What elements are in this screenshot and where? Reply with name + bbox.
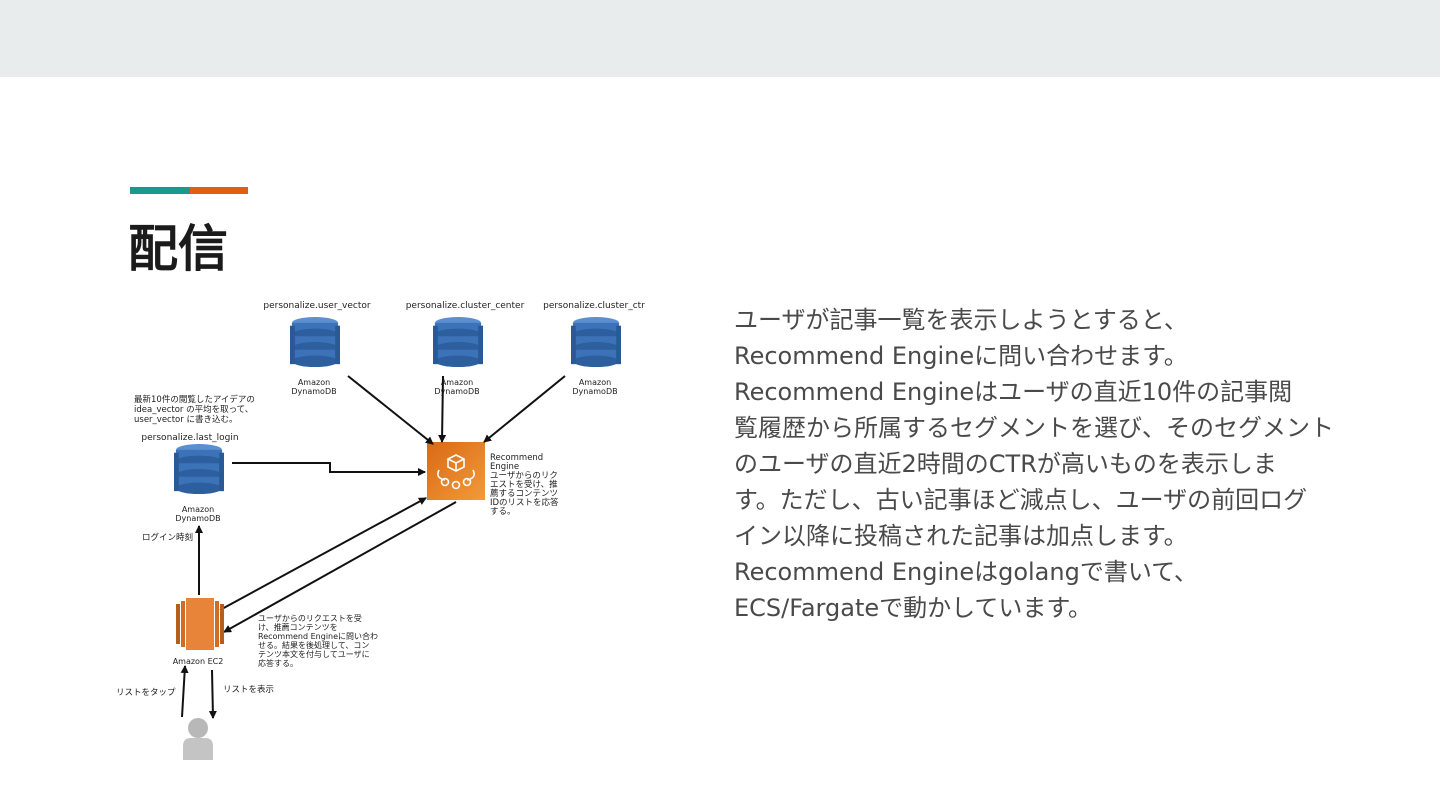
arrow-user-to-ec2 xyxy=(180,665,189,718)
show-list-label: リストを表示 xyxy=(223,684,274,695)
arrow-engine-to-ec2 xyxy=(223,501,457,633)
header-band xyxy=(0,0,1440,77)
engine-name: Engine xyxy=(490,462,519,472)
dynamodb-icon xyxy=(174,444,224,495)
ec2-label: Amazon EC2 xyxy=(173,657,224,666)
vector-note: 最新10件の閲覧したアイデアの idea_vector の平均を取って、 use… xyxy=(134,394,255,425)
recommend-engine: Recommend Engine ユーザからのリク エストを受け、推 薦するコン… xyxy=(427,442,559,517)
description-line: ユーザが記事一覧を表示しようとすると、 xyxy=(734,306,1188,334)
amazon-ec2: Amazon EC2 ユーザからのリクエストを受 け、推薦コンテンツを Reco… xyxy=(173,598,378,668)
table-name-cluster-center: personalize.cluster_center xyxy=(406,301,525,311)
engine-desc: する。 xyxy=(490,507,516,517)
description-line: ECS/Fargateで動かしています。 xyxy=(734,594,1092,622)
service-label: Amazon xyxy=(441,378,473,387)
note-line: 最新10件の閲覧したアイデアの xyxy=(134,394,255,405)
dynamodb-icon xyxy=(571,317,621,368)
title-accent-orange xyxy=(190,187,248,194)
arrow-cluster-ctr-to-engine xyxy=(483,375,566,443)
table-name-last-login: personalize.last_login xyxy=(141,433,238,443)
description-line: Recommend Engineはgolangで書いて、 xyxy=(734,558,1198,586)
login-time-label: ログイン時刻 xyxy=(142,532,193,543)
description-text: ユーザが記事一覧を表示しようとすると、 Recommend Engineに問い合… xyxy=(734,302,1334,626)
dynamodb-icon xyxy=(433,317,483,368)
table-name-user-vector: personalize.user_vector xyxy=(263,301,370,311)
engine-name: Recommend xyxy=(490,453,543,463)
ec2-desc: ユーザからのリクエストを受 xyxy=(258,613,362,623)
description-line: のユーザの直近2時間のCTRが高いものを表示しま xyxy=(734,450,1277,478)
service-label: DynamoDB xyxy=(291,387,336,396)
ec2-desc: 応答する。 xyxy=(258,658,298,668)
dynamodb-last-login: personalize.last_login Amazon DynamoDB xyxy=(141,433,238,523)
title-accent-teal xyxy=(130,187,190,194)
description-line: 覧履歴から所属するセグメントを選び、そのセグメント xyxy=(734,414,1334,442)
description-line: Recommend Engineはユーザの直近10件の記事閲 xyxy=(734,378,1293,406)
service-label: DynamoDB xyxy=(572,387,617,396)
engine-desc: 薦するコンテンツ xyxy=(490,488,558,499)
slide-title: 配信 xyxy=(128,220,228,278)
arrows xyxy=(180,375,566,719)
note-line: idea_vector の平均を取って、 xyxy=(134,404,253,415)
tap-list-label: リストをタップ xyxy=(116,688,176,698)
dynamodb-user-vector: personalize.user_vector Amazon DynamoDB xyxy=(263,301,370,396)
note-line: user_vector に書き込む。 xyxy=(134,414,237,425)
arrow-ec2-to-user xyxy=(208,669,217,719)
service-label: Amazon xyxy=(298,378,330,387)
service-label: DynamoDB xyxy=(434,387,479,396)
dynamodb-cluster-ctr: personalize.cluster_ctr Amazon DynamoDB xyxy=(543,301,645,396)
dynamodb-cluster-center: personalize.cluster_center Amazon Dynamo… xyxy=(406,301,525,396)
engine-desc: ユーザからのリク xyxy=(490,471,558,481)
engine-desc: エストを受け、推 xyxy=(490,479,558,490)
description-line: す。ただし、古い記事ほど減点し、ユーザの前回ログ xyxy=(734,486,1308,514)
engine-desc: IDのリストを応答 xyxy=(490,497,559,508)
dynamodb-icon xyxy=(290,317,340,368)
architecture-diagram: personalize.user_vector Amazon DynamoDB … xyxy=(116,301,645,760)
user-icon xyxy=(183,718,213,760)
arrow-last-login-to-engine xyxy=(232,462,426,476)
service-label: DynamoDB xyxy=(175,514,220,523)
service-label: Amazon xyxy=(182,505,214,514)
arrow-cluster-center-to-engine xyxy=(438,375,447,443)
description-line: イン以降に投稿された記事は加点します。 xyxy=(734,522,1188,550)
ec2-desc: け、推薦コンテンツを xyxy=(258,622,338,632)
ec2-desc: Recommend Engineに問い合わ xyxy=(258,631,378,641)
arrow-ec2-to-engine xyxy=(219,497,427,611)
arrow-user-vector-to-engine xyxy=(347,375,434,445)
ec2-icon xyxy=(176,598,224,650)
ec2-desc: テンツ本文を付与してユーザに xyxy=(258,649,370,659)
description-line: Recommend Engineに問い合わせます。 xyxy=(734,342,1188,370)
table-name-cluster-ctr: personalize.cluster_ctr xyxy=(543,301,645,311)
service-label: Amazon xyxy=(579,378,611,387)
ec2-desc: せる。結果を後処理して、コン xyxy=(258,640,369,650)
